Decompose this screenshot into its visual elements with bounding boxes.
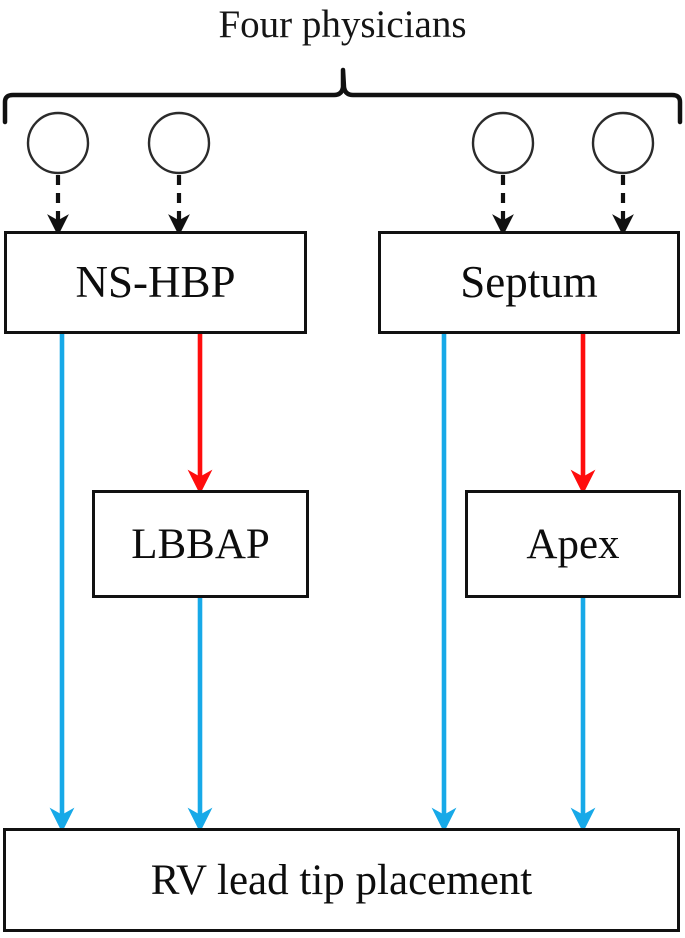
physician-4[interactable] bbox=[593, 113, 653, 173]
physician-2[interactable] bbox=[149, 113, 209, 173]
node-ns-hbp[interactable]: NS-HBP bbox=[4, 231, 307, 334]
physician-3[interactable] bbox=[473, 113, 533, 173]
node-rv-lead-tip-placement[interactable]: RV lead tip placement bbox=[3, 828, 680, 932]
physician-1[interactable] bbox=[28, 113, 88, 173]
node-rv-lead-tip-placement-label: RV lead tip placement bbox=[150, 856, 533, 904]
node-lbbap-label: LBBAP bbox=[131, 520, 270, 568]
node-apex[interactable]: Apex bbox=[465, 490, 681, 598]
physician-circle-4[interactable] bbox=[591, 111, 655, 175]
node-lbbap[interactable]: LBBAP bbox=[92, 490, 309, 598]
physician-circle-1[interactable] bbox=[26, 111, 90, 175]
four-physicians-brace bbox=[2, 67, 683, 125]
physician-circle-3[interactable] bbox=[471, 111, 535, 175]
node-apex-label: Apex bbox=[526, 520, 620, 568]
node-ns-hbp-label: NS-HBP bbox=[75, 257, 236, 307]
node-septum[interactable]: Septum bbox=[378, 231, 680, 334]
page-title: Four physicians bbox=[218, 3, 467, 46]
node-septum-label: Septum bbox=[460, 257, 598, 307]
physician-circle-2[interactable] bbox=[147, 111, 211, 175]
